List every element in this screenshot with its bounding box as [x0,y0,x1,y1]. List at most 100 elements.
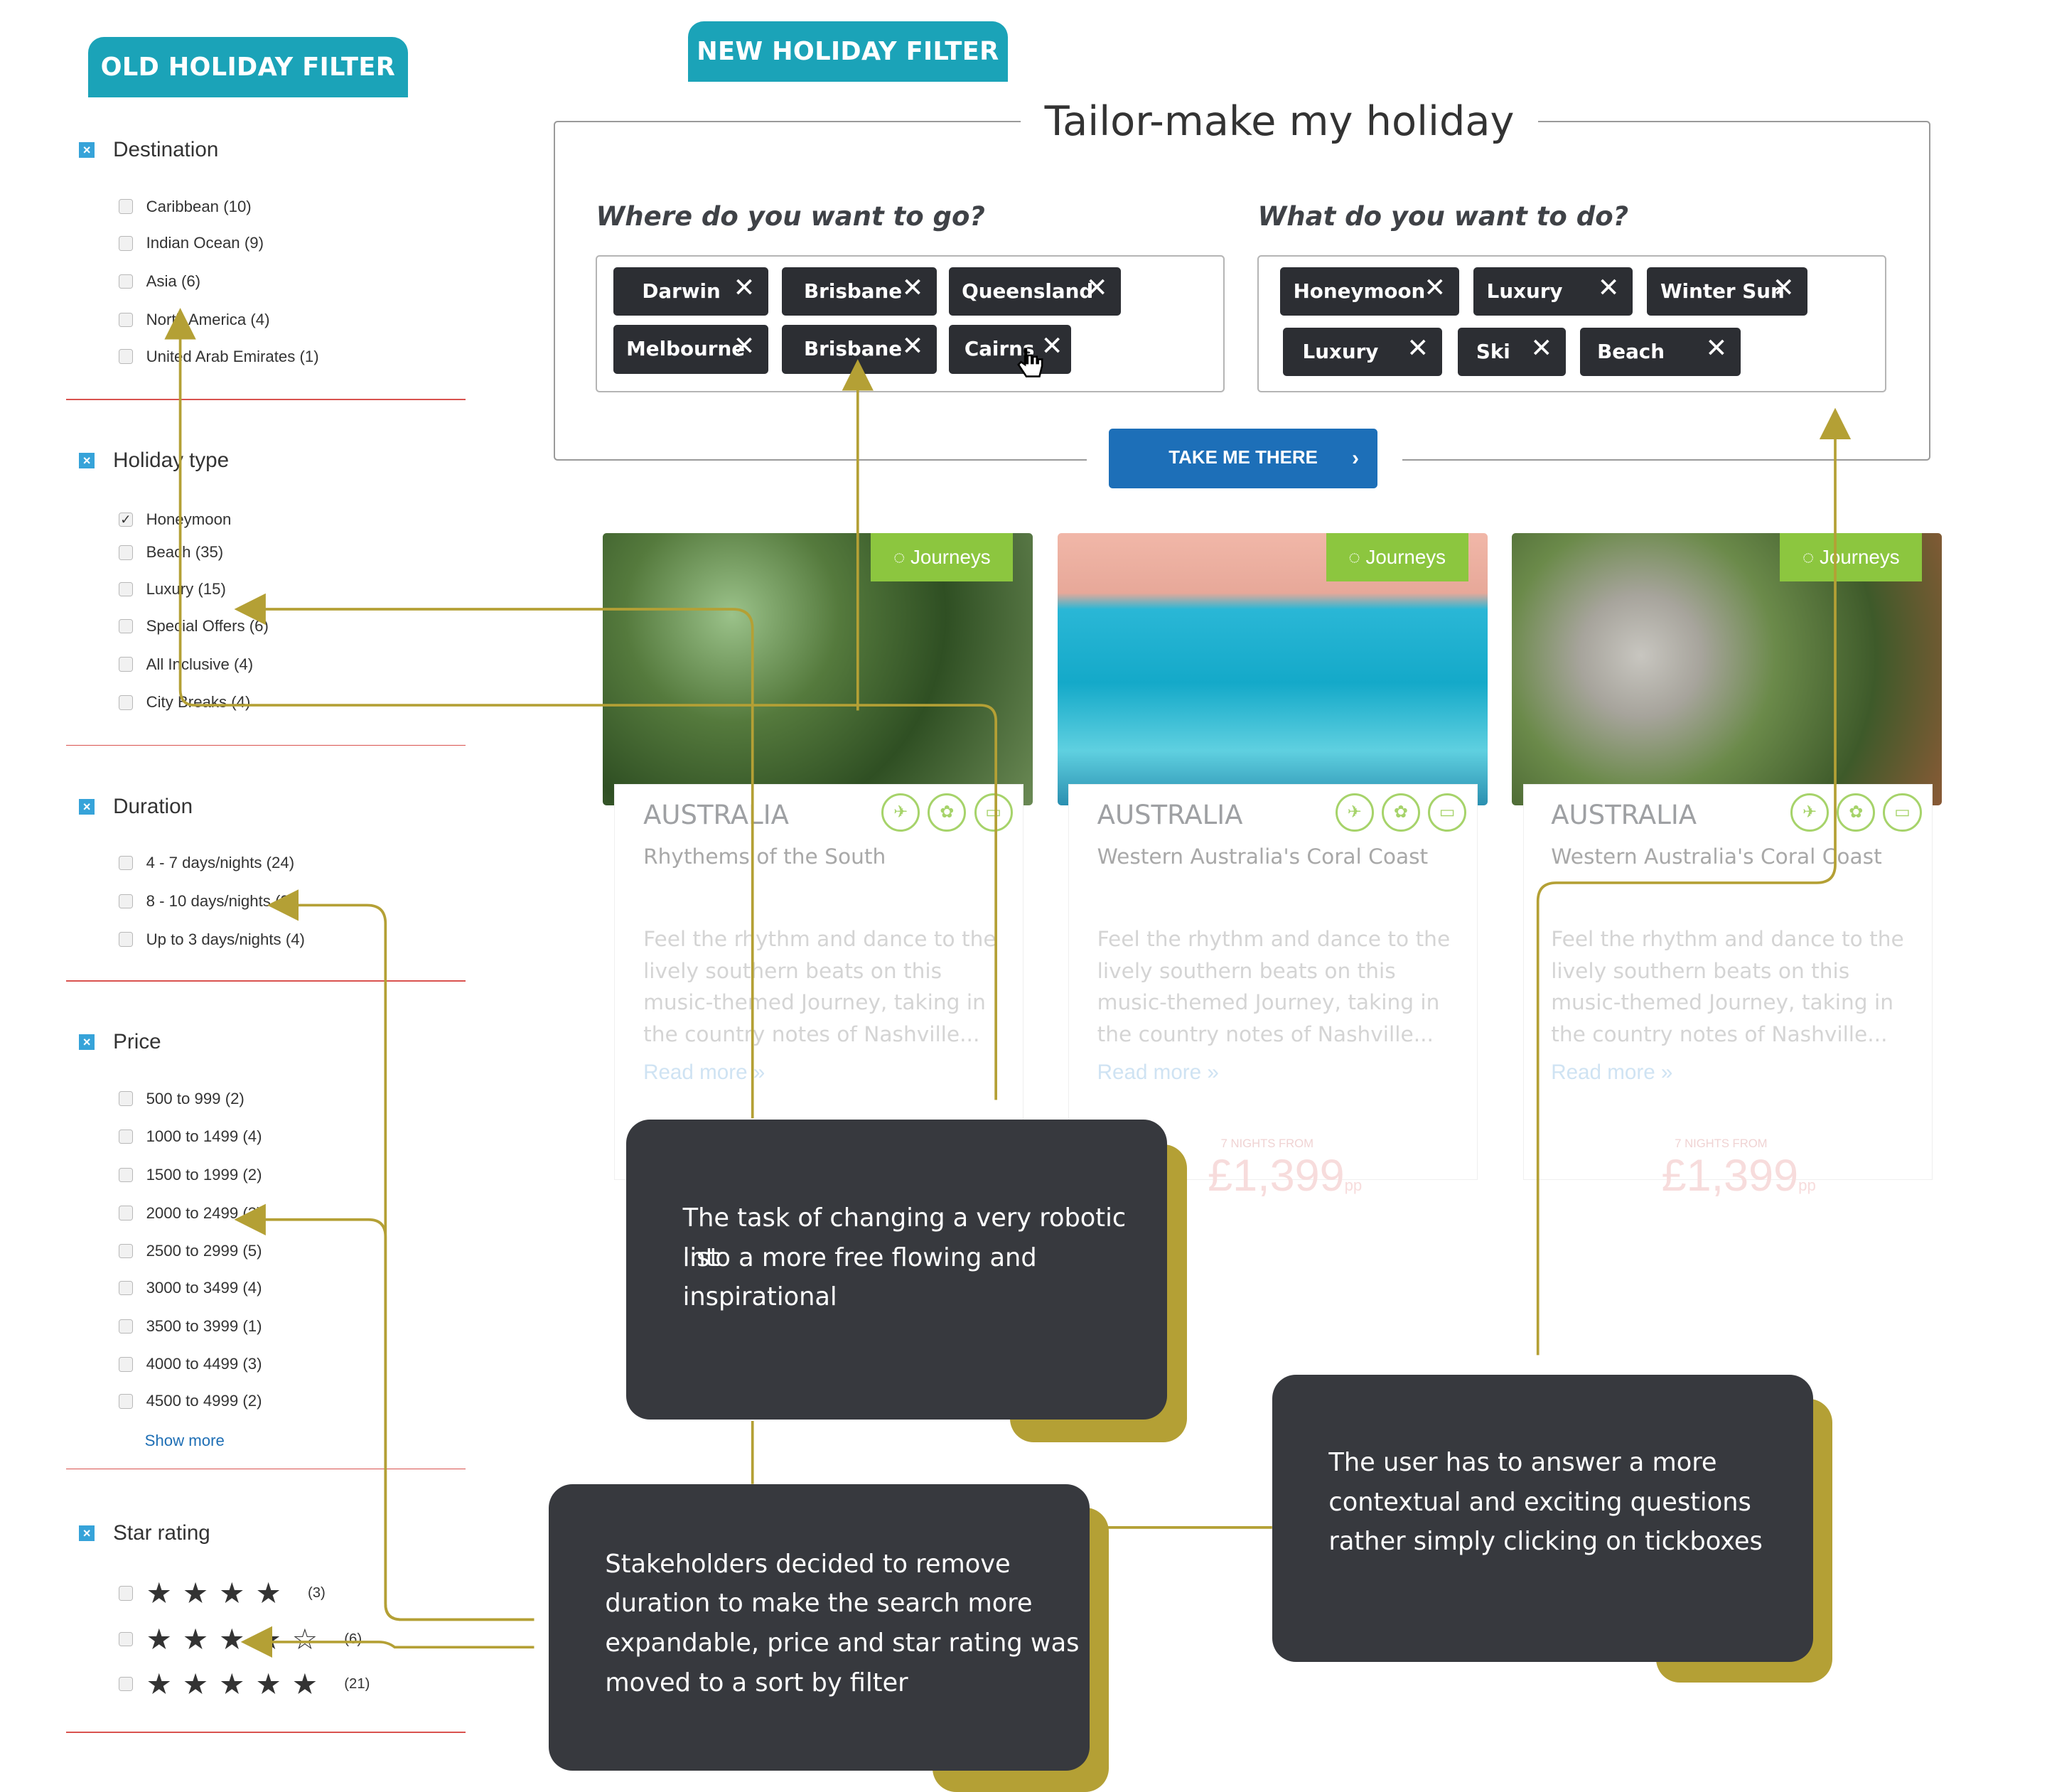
holiday-type-heading[interactable]: × Holiday type [79,449,229,473]
price-heading[interactable]: × Price [79,1030,161,1054]
option-label: City Breaks (4) [146,693,251,712]
close-icon[interactable]: ✕ [1530,333,1553,364]
checkbox[interactable] [118,1280,134,1296]
checkbox[interactable] [118,199,134,214]
checkbox[interactable] [118,618,134,634]
close-icon[interactable]: ✕ [733,330,756,361]
checkbox[interactable] [118,855,134,871]
checkbox[interactable] [118,1167,134,1183]
holiday-card[interactable] [1068,784,1478,1181]
card-description: Feel the rhythm and dance to the lively … [643,927,996,1046]
callout-line: into a more free flowing and [682,1243,1037,1272]
what-tag[interactable]: Ski✕ [1457,328,1566,377]
read-more-link[interactable]: Read more » [643,1060,765,1084]
where-tag[interactable]: Queensland✕ [948,267,1122,316]
checkbox[interactable] [118,894,134,909]
destination-option[interactable]: United Arab Emirates (1) [118,348,319,366]
read-more-link[interactable]: Read more » [1097,1060,1219,1084]
hand-cursor-icon [1016,348,1043,377]
collapse-icon[interactable]: × [79,798,95,815]
checkbox[interactable] [118,581,134,597]
duration-title: Duration [113,794,193,818]
checkbox[interactable] [118,1091,134,1106]
price-option[interactable]: 1000 to 1499 (4) [118,1127,262,1146]
activity-icon: ✿ [928,793,967,832]
what-tag-input[interactable]: Honeymoon✕ Luxury✕ Winter Sun✕ Luxury✕ S… [1257,255,1887,392]
star-rating-option[interactable]: ★★★★(3) [118,1576,326,1610]
duration-heading[interactable]: × Duration [79,795,193,819]
holiday-type-option[interactable]: Luxury (15) [118,580,226,599]
checkbox[interactable] [118,1357,134,1372]
close-icon[interactable]: ✕ [1407,333,1429,364]
price-option[interactable]: 4000 to 4499 (3) [118,1355,262,1373]
checkbox[interactable] [118,312,134,328]
collapse-icon[interactable]: × [79,1525,95,1541]
close-icon[interactable]: ✕ [1597,272,1620,304]
price-option[interactable]: 1500 to 1999 (2) [118,1166,262,1184]
close-icon[interactable]: ✕ [1085,272,1108,304]
close-icon[interactable]: ✕ [901,272,924,304]
take-me-there-button[interactable]: TAKE ME THERE › [1109,429,1377,488]
holiday-type-option[interactable]: All Inclusive (4) [118,655,253,674]
holiday-card[interactable] [1523,784,1933,1181]
where-tag-input[interactable]: Darwin✕ Brisbane✕ Queensland✕ Melbourne✕… [596,255,1225,392]
close-icon[interactable]: ✕ [733,272,756,304]
duration-option[interactable]: Up to 3 days/nights (4) [118,930,305,949]
checkbox[interactable] [118,349,134,364]
where-tag[interactable]: Darwin✕ [613,267,769,316]
checkbox[interactable] [118,1129,134,1144]
price-from-label: 7 NIGHTS FROM [1220,1137,1313,1151]
holiday-type-option[interactable]: ✓Honeymoon [118,510,231,529]
destination-heading[interactable]: × Destination [79,138,218,162]
checkbox-checked[interactable]: ✓ [118,512,134,527]
price-option[interactable]: 4500 to 4999 (2) [118,1392,262,1410]
checkbox[interactable] [118,1676,134,1692]
duration-option[interactable]: 4 - 7 days/nights (24) [118,854,294,872]
price-option[interactable]: 3500 to 3999 (1) [118,1317,262,1336]
checkbox[interactable] [118,1631,134,1647]
close-icon[interactable]: ✕ [1041,330,1063,361]
destination-option[interactable]: Asia (6) [118,272,200,291]
read-more-link[interactable]: Read more » [1551,1060,1673,1084]
checkbox[interactable] [118,274,134,289]
what-tag[interactable]: Luxury✕ [1282,328,1442,377]
destination-option[interactable]: Indian Ocean (9) [118,234,264,252]
what-tag[interactable]: Beach✕ [1580,328,1741,377]
where-tag[interactable]: Cairns✕ [948,325,1071,374]
checkbox[interactable] [118,1319,134,1334]
checkbox[interactable] [118,236,134,251]
hotel-icon: ▭ [974,793,1013,832]
show-more-link[interactable]: Show more [144,1431,225,1449]
star-rating-heading[interactable]: × Star rating [79,1521,210,1545]
close-icon[interactable]: ✕ [1424,272,1446,304]
price-option[interactable]: 500 to 999 (2) [118,1090,245,1108]
where-tag[interactable]: Brisbane✕ [781,267,937,316]
star-rating-option[interactable]: ★★★★★(21) [118,1667,370,1701]
holiday-type-option[interactable]: City Breaks (4) [118,693,251,712]
checkbox[interactable] [118,1586,134,1601]
what-tag[interactable]: Winter Sun✕ [1647,267,1808,316]
what-tag[interactable]: Honeymoon✕ [1280,267,1459,316]
checkbox[interactable] [118,932,134,947]
close-icon[interactable]: ✕ [1705,333,1728,364]
where-tag[interactable]: Melbourne✕ [613,325,769,374]
collapse-icon[interactable]: × [79,142,95,159]
collapse-icon[interactable]: × [79,1034,95,1051]
option-label: 4000 to 4499 (3) [146,1355,262,1373]
holiday-card[interactable] [614,784,1024,1181]
holiday-type-option[interactable]: Beach (35) [118,543,223,562]
what-tag[interactable]: Luxury✕ [1473,267,1633,316]
close-icon[interactable]: ✕ [901,330,924,361]
close-icon[interactable]: ✕ [1772,272,1795,304]
price-title: Price [113,1030,161,1054]
checkbox[interactable] [118,657,134,672]
collapse-icon[interactable]: × [79,453,95,469]
checkbox[interactable] [118,1243,134,1259]
price-option[interactable]: 3000 to 3499 (4) [118,1279,262,1297]
checkbox[interactable] [118,695,134,710]
checkbox[interactable] [118,1206,134,1220]
checkbox[interactable] [118,545,134,560]
destination-option[interactable]: Caribbean (10) [118,198,252,216]
price-option[interactable]: 2500 to 2999 (5) [118,1242,262,1260]
checkbox[interactable] [118,1394,134,1409]
